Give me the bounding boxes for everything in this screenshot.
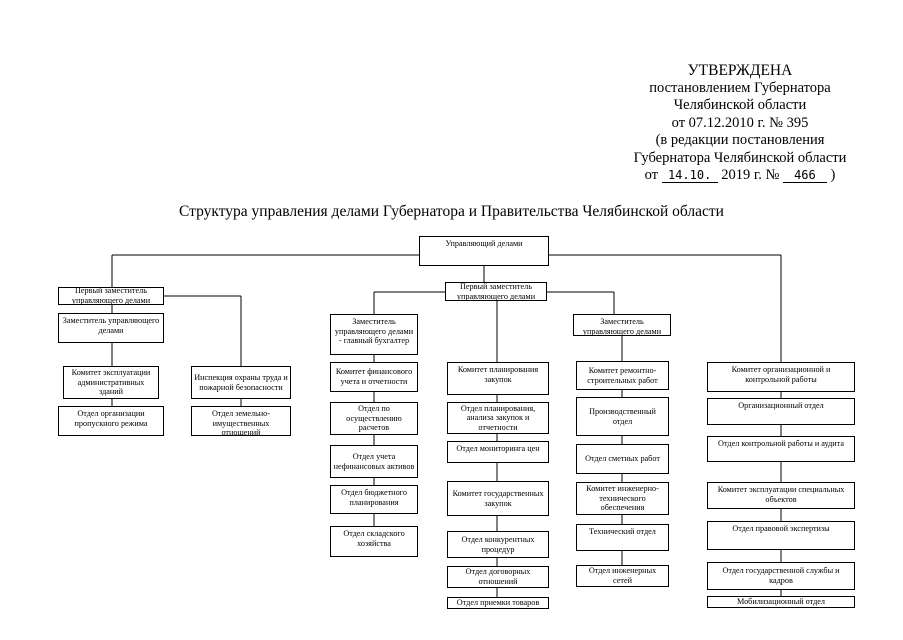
engineering-committee-label: Комитет инженерно-технического обеспечен…	[586, 484, 659, 513]
first-deputy-left-label: Первый заместитель управляющего делами	[71, 287, 151, 305]
head-box: Управляющий делами	[419, 236, 549, 266]
org-committee-box: Комитет организационной и контрольной ра…	[707, 362, 855, 392]
repair-dept-label: Отдел сметных работ	[585, 454, 660, 464]
finance-dept-box: Отдел складского хозяйства	[330, 526, 418, 557]
state-procurement-dept-label: Отдел конкурентных процедур	[461, 534, 535, 554]
head-label: Управляющий делами	[445, 239, 523, 248]
state-procurement-dept-box: Отдел приемки товаров	[447, 597, 549, 609]
finance-dept-label: Отдел бюджетного планирования	[341, 488, 407, 507]
finance-dept-box: Отдел учета нефинансовых активов	[330, 445, 418, 478]
repair-deputy-box: Заместитель управляющего делами	[573, 314, 671, 336]
state-procurement-dept-box: Отдел договорных отношений	[447, 566, 549, 588]
state-procurement-committee-box: Комитет государственных закупок	[447, 481, 549, 516]
engineering-dept-box: Отдел инженерных сетей	[576, 565, 669, 587]
state-procurement-committee-label: Комитет государственных закупок	[452, 488, 544, 508]
first-deputy-center-box: Первый заместитель управляющего делами	[445, 282, 547, 301]
approval-year: 2019 г. №	[721, 167, 780, 183]
engineering-dept-box: Технический отдел	[576, 524, 669, 551]
procurement-dept-label: Отдел мониторинга цен	[456, 444, 540, 453]
state-procurement-dept-label: Отдел договорных отношений	[465, 567, 531, 586]
approval-from-prefix: от	[644, 167, 659, 183]
finance-dept-label: Отдел учета нефинансовых активов	[333, 451, 415, 471]
page-title: Структура управления делами Губернатора …	[179, 203, 724, 220]
land-dept-label: Отдел земельно-имущественных отношений	[211, 409, 271, 436]
approval-date: 14.10.	[661, 169, 718, 183]
finance-dept-box: Отдел бюджетного планирования	[330, 485, 418, 514]
land-dept-box: Отдел земельно-имущественных отношений	[191, 406, 291, 436]
approval-heading: УТВЕРЖДЕНА	[687, 62, 793, 79]
special-committee-box: Комитет эксплуатации специальных объекто…	[707, 482, 855, 509]
state-procurement-dept-label: Отдел приемки товаров	[456, 598, 540, 608]
finance-committee-box: Комитет финансового учета и отчетности	[330, 362, 418, 392]
finance-committee-label: Комитет финансового учета и отчетности	[335, 367, 413, 386]
org-dept-box: Организационный отдел	[707, 398, 855, 425]
repair-committee-box: Комитет ремонтно-строительных работ	[576, 361, 669, 390]
approval-line-2: Челябинской области	[673, 97, 807, 113]
repair-deputy-label: Заместитель управляющего делами	[582, 317, 662, 336]
approval-line-1: постановлением Губернатора	[649, 79, 831, 96]
approval-line-6: от 14.10. 2019 г. № 466 )	[590, 167, 890, 185]
access-dept-label: Отдел организации пропускного режима	[74, 409, 148, 428]
special-committee-label: Комитет эксплуатации специальных объекто…	[717, 485, 845, 504]
engineering-committee-box: Комитет инженерно-технического обеспечен…	[576, 482, 669, 515]
first-deputy-left-box: Первый заместитель управляющего делами	[58, 287, 164, 305]
repair-dept-box: Отдел сметных работ	[576, 444, 669, 474]
deputy-left-box: Заместитель управляющего делами	[58, 313, 164, 343]
procurement-committee-label: Комитет планирования закупок	[457, 365, 539, 384]
org-dept-box: Мобилизационный отдел	[707, 596, 855, 608]
org-dept-box: Отдел контрольной работы и аудита	[707, 436, 855, 462]
state-procurement-dept-box: Отдел конкурентных процедур	[447, 531, 549, 558]
access-dept-box: Отдел организации пропускного режима	[58, 406, 164, 436]
inspection-box: Инспекция охраны труда и пожарной безопа…	[191, 366, 291, 399]
approval-number: 466	[782, 169, 827, 183]
approval-line-3: от 07.12.2010 г. № 395	[671, 114, 809, 131]
procurement-committee-box: Комитет планирования закупок	[447, 362, 549, 395]
finance-dept-label: Отдел складского хозяйства	[343, 529, 405, 548]
org-dept-label: Отдел правовой экспертизы	[732, 524, 830, 533]
buildings-committee-label: Комитет эксплуатации административных зд…	[71, 368, 151, 397]
procurement-dept-label: Отдел планирования, анализа закупок и от…	[460, 403, 536, 432]
repair-dept-label: Производственный отдел	[589, 406, 656, 426]
repair-committee-label: Комитет ремонтно-строительных работ	[587, 365, 658, 385]
approval-close-paren: )	[830, 167, 836, 183]
approval-line-5: Губернатора Челябинской области	[633, 149, 847, 166]
approval-line-4: (в редакции постановления	[655, 132, 825, 148]
first-deputy-center-label: Первый заместитель управляющего делами	[456, 282, 536, 301]
org-dept-label: Отдел контрольной работы и аудита	[718, 439, 844, 448]
finance-dept-box: Отдел по осуществлению расчетов	[330, 402, 418, 435]
buildings-committee-box: Комитет эксплуатации административных зд…	[63, 366, 159, 399]
procurement-dept-box: Отдел мониторинга цен	[447, 441, 549, 463]
org-committee-label: Комитет организационной и контрольной ра…	[731, 365, 831, 384]
org-dept-label: Мобилизационный отдел	[737, 597, 825, 607]
org-dept-label: Отдел государственной службы и кадров	[722, 566, 840, 585]
engineering-dept-label: Технический отдел	[589, 527, 656, 536]
repair-dept-box: Производственный отдел	[576, 397, 669, 436]
procurement-dept-box: Отдел планирования, анализа закупок и от…	[447, 402, 549, 434]
engineering-dept-label: Отдел инженерных сетей	[588, 566, 657, 585]
finance-dept-label: Отдел по осуществлению расчетов	[346, 404, 402, 433]
org-dept-box: Отдел государственной службы и кадров	[707, 562, 855, 590]
org-dept-box: Отдел правовой экспертизы	[707, 521, 855, 550]
deputy-left-label: Заместитель управляющего делами	[62, 316, 160, 335]
org-dept-label: Организационный отдел	[738, 401, 824, 410]
approval-stamp: УТВЕРЖДЕНА постановлением Губернатора Че…	[590, 62, 890, 185]
finance-deputy-box: Заместитель управляющего делами - главны…	[330, 314, 418, 355]
inspection-label: Инспекция охраны труда и пожарной безопа…	[194, 372, 288, 392]
finance-deputy-label: Заместитель управляющего делами - главны…	[334, 317, 414, 346]
